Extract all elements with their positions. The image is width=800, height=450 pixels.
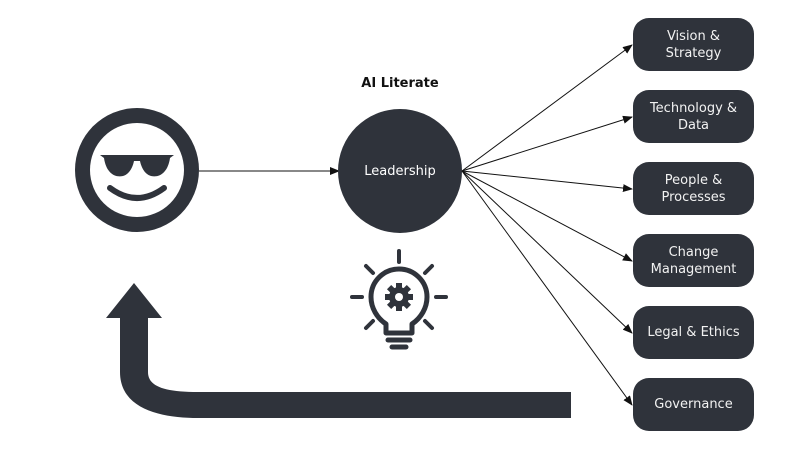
box-change-management: Change Management: [633, 234, 754, 287]
connector-vision: [461, 44, 633, 172]
box-people-processes: People & Processes: [633, 162, 754, 215]
connector-legal: [461, 170, 633, 334]
leadership-label: Leadership: [364, 164, 436, 179]
box-technology-data: Technology & Data: [633, 90, 754, 143]
diagram-title: AI Literate: [361, 76, 439, 91]
curved-arrow-up-icon: [106, 283, 571, 418]
smiley-sunglasses-icon: [75, 108, 199, 232]
connector-people: [461, 170, 633, 193]
box-legal-ethics: Legal & Ethics: [633, 306, 754, 359]
box-vision-strategy: Vision & Strategy: [633, 18, 754, 71]
box-governance: Governance: [633, 378, 754, 431]
lightbulb-gear-icon: [350, 249, 448, 350]
connector-technology: [461, 115, 633, 172]
connector-governance: [461, 170, 633, 406]
connector-change: [461, 170, 633, 262]
fan-out-connectors: [461, 44, 633, 406]
leadership-circle: [338, 109, 462, 233]
